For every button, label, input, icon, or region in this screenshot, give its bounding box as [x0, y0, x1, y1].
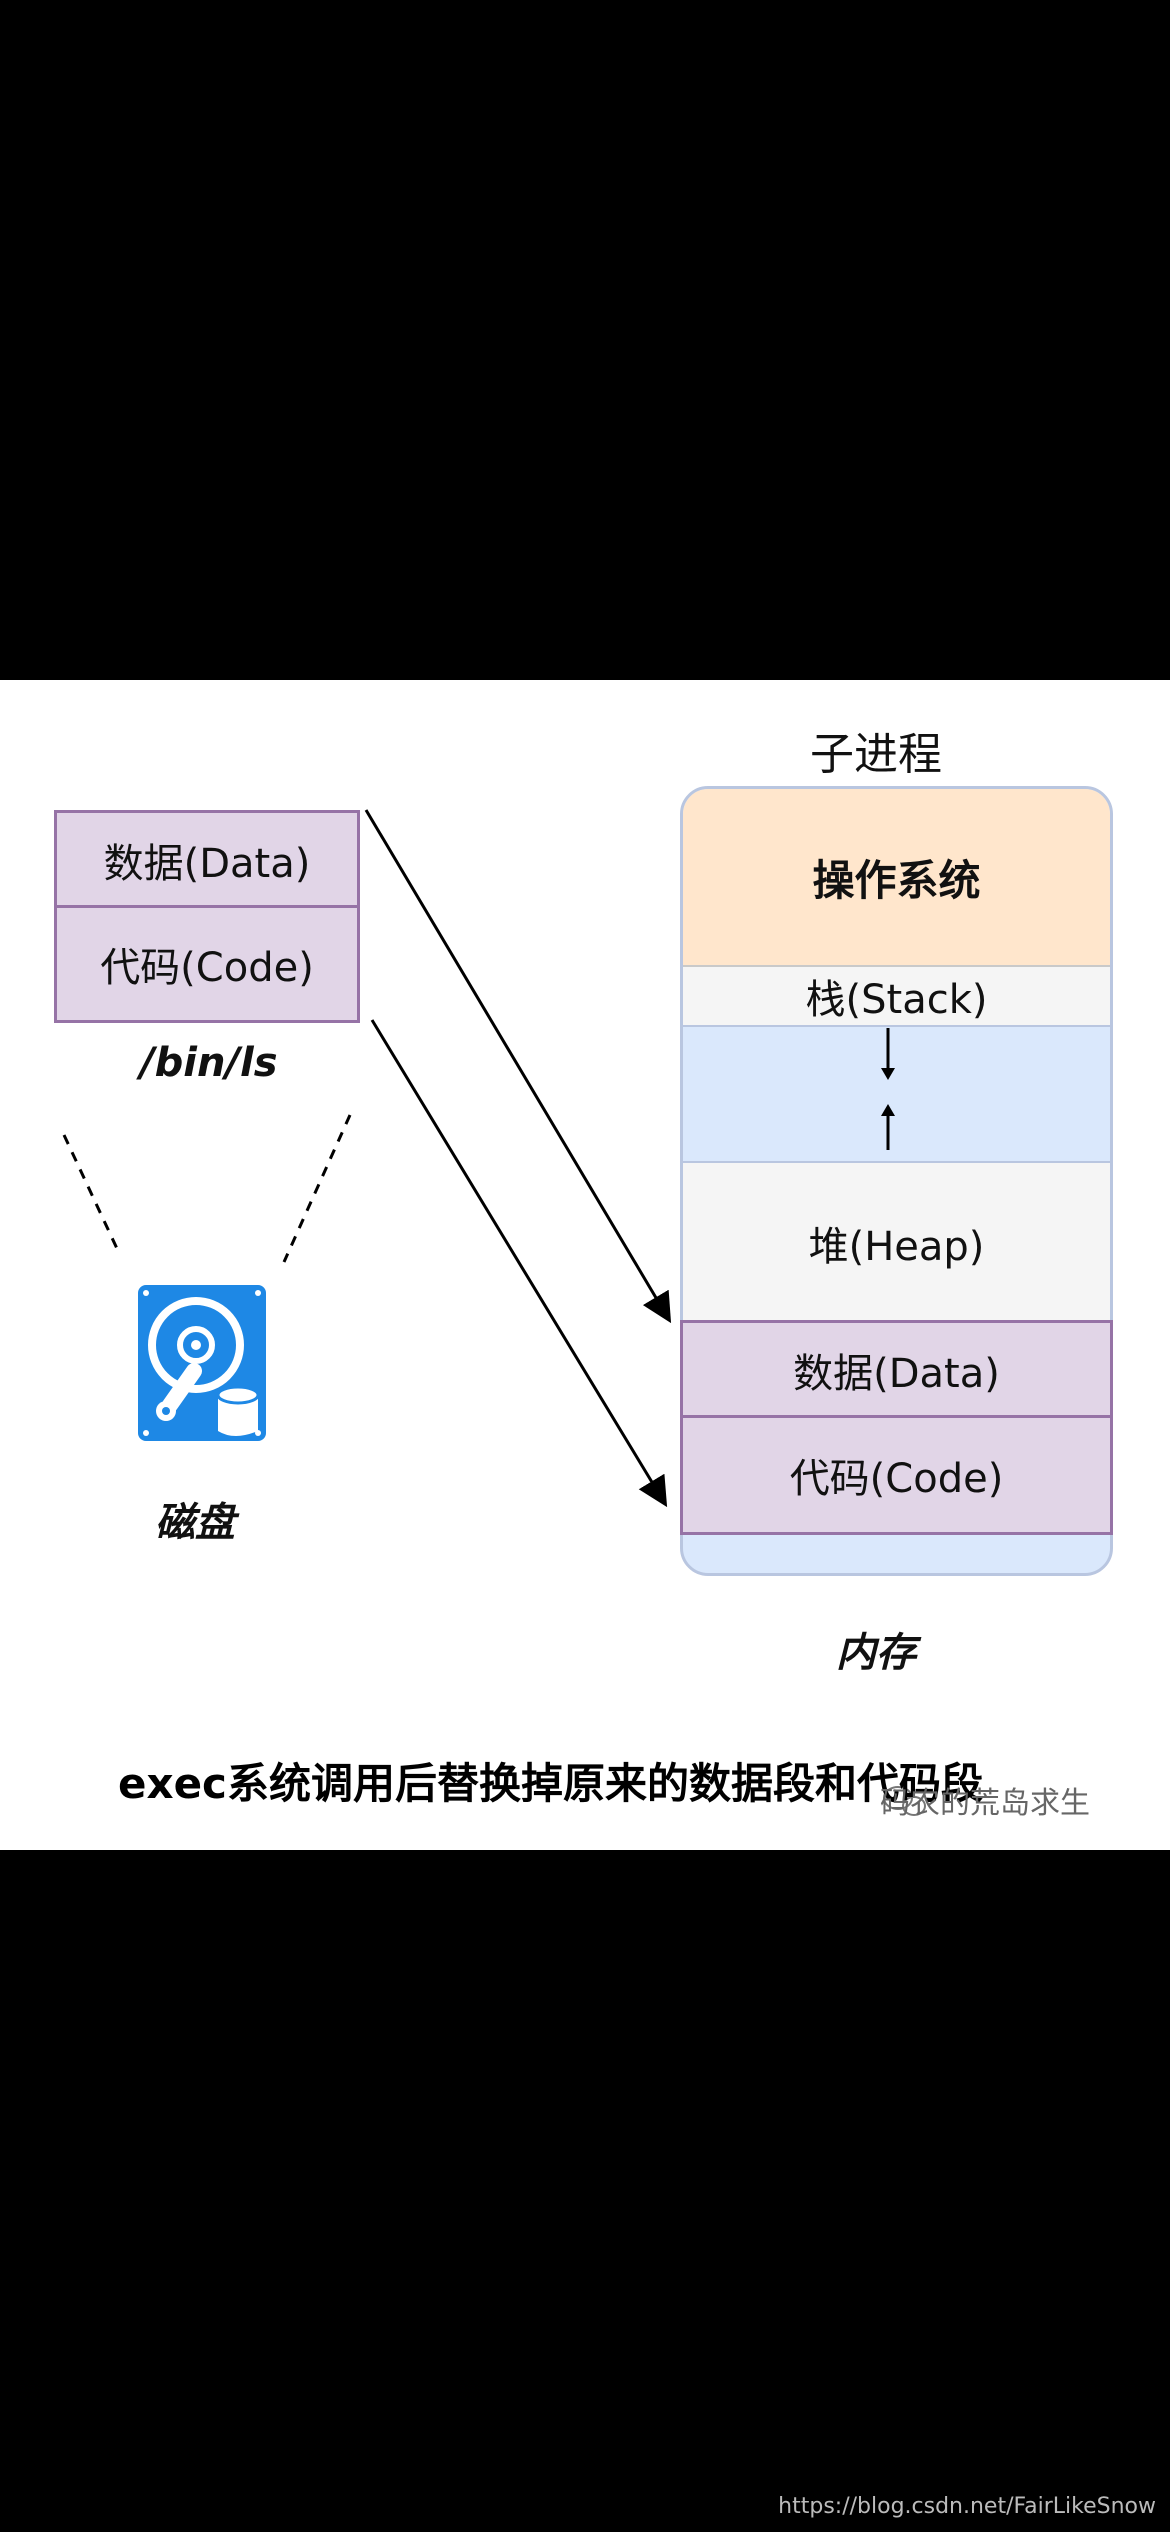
memory-label: 内存: [836, 1630, 916, 1676]
footer-url: https://blog.csdn.net/FairLikeSnow: [778, 2494, 1156, 2519]
watermark-text: 码农的荒岛求生: [880, 1786, 1090, 1821]
disk-data-segment: 数据(Data): [54, 810, 360, 910]
child-process-title: 子进程: [810, 729, 942, 780]
bottom-caption: exec系统调用后替换掉原来的数据段和代码段: [118, 1759, 983, 1808]
disk-code-segment: 代码(Code): [54, 905, 360, 1023]
memory-data-segment: 数据(Data): [680, 1320, 1113, 1420]
hard-disk-icon: [138, 1285, 266, 1441]
heap-segment: 堆(Heap): [683, 1161, 1110, 1323]
free-space-segment: [683, 1027, 1110, 1161]
os-segment: 操作系统: [683, 789, 1110, 965]
program-path-label: /bin/ls: [140, 1040, 278, 1086]
memory-code-segment: 代码(Code): [680, 1415, 1113, 1535]
disk-label: 磁盘: [155, 1500, 235, 1546]
stack-segment: 栈(Stack): [683, 965, 1110, 1027]
